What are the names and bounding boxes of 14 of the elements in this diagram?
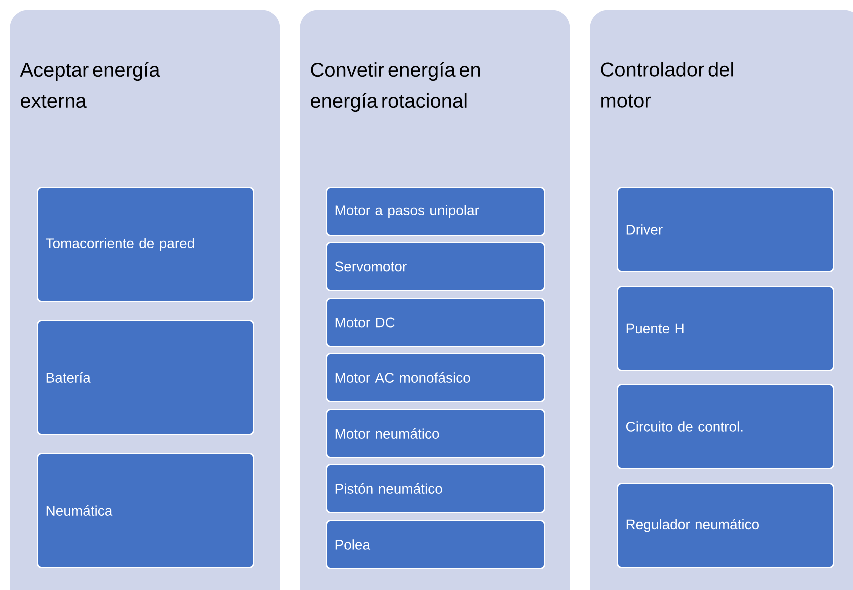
- item-box: Puente H: [617, 286, 834, 372]
- item-box: Driver: [617, 187, 834, 272]
- item-box: Motor neumático: [326, 409, 546, 458]
- item-box: Regulador neumático: [617, 483, 834, 568]
- item-box: Batería: [37, 320, 254, 436]
- item-box: Neumática: [37, 453, 254, 568]
- item-box: Tomacorriente de pared: [37, 187, 254, 302]
- item-box: Motor AC monofásico: [326, 353, 546, 402]
- item-box: Motor a pasos unipolar: [326, 187, 546, 236]
- item-box: Servomotor: [326, 242, 546, 292]
- item-box: Pistón neumático: [326, 464, 546, 514]
- item-box: Circuito de control.: [617, 384, 834, 470]
- item-box: Motor DC: [326, 298, 546, 348]
- item-box: Polea: [326, 520, 546, 570]
